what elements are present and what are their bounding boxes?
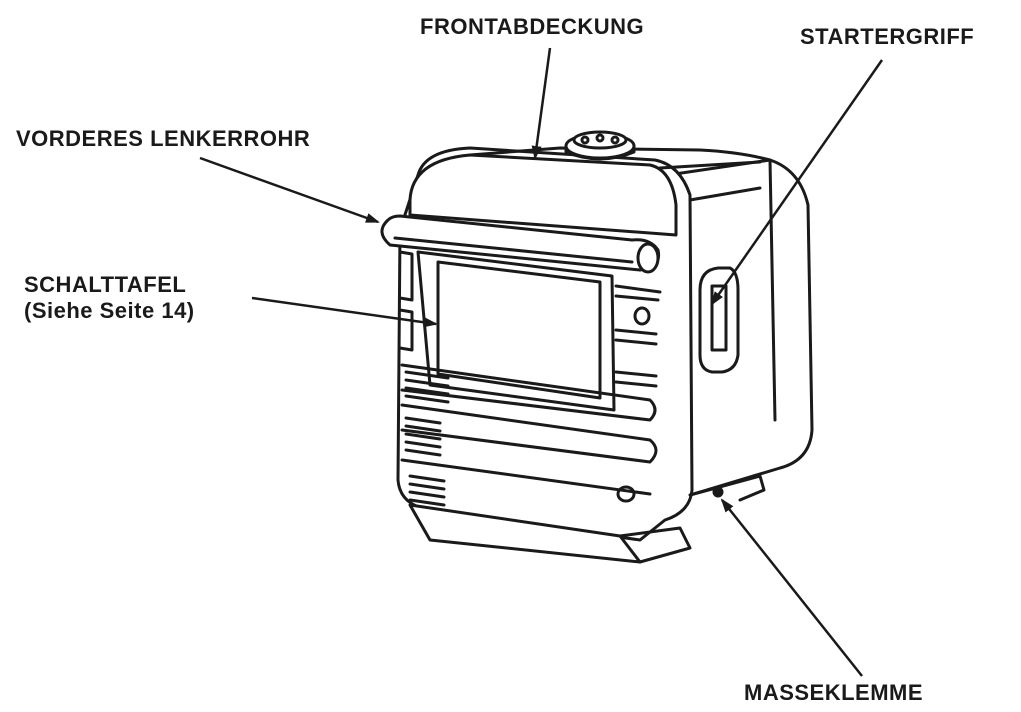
leader-starter-grip [710, 59, 884, 306]
leader-control-panel [251, 296, 438, 328]
label-control-panel-ref: (Siehe Seite 14) [24, 298, 195, 323]
label-ground-terminal: MASSEKLEMME [744, 680, 924, 705]
label-front-handle-tube: VORDERES LENKERROHR [16, 126, 311, 151]
starter-grip [698, 266, 740, 374]
label-control-panel: SCHALTTAFEL [24, 272, 187, 297]
vent-slots [404, 370, 450, 507]
label-control-panel-group: SCHALTTAFEL (Siehe Seite 14) [24, 272, 195, 324]
leader-ground-terminal [720, 498, 863, 677]
front-cover [408, 153, 678, 237]
label-front-cover: FRONTABDECKUNG [420, 14, 645, 39]
leader-front-cover [531, 47, 552, 160]
label-starter-grip: STARTERGRIFF [800, 24, 975, 49]
leader-front-handle-tube [199, 156, 380, 224]
ground-terminal [712, 486, 724, 498]
control-panel [416, 250, 616, 412]
